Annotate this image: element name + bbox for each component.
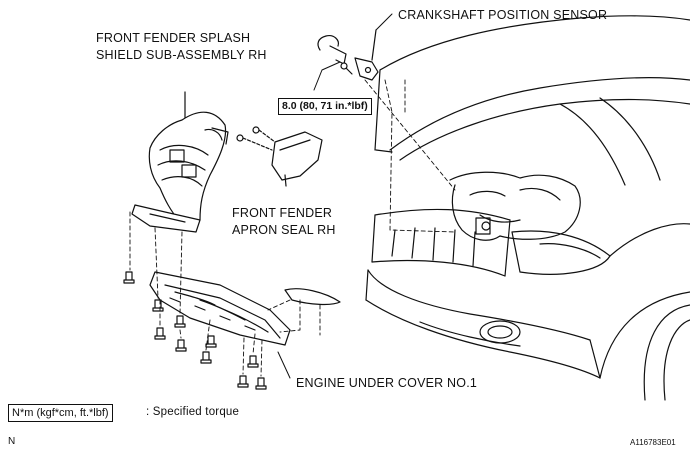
torque-legend-box: N*m (kgf*cm, ft.*lbf): [8, 404, 113, 422]
splash-shield-illustration: [131, 91, 229, 233]
splash-shield-label-line2: SHIELD SUB-ASSEMBLY RH: [96, 48, 267, 62]
under-cover-label: ENGINE UNDER COVER NO.1: [296, 376, 478, 390]
label-leader-lines: [277, 13, 393, 379]
figure-id: A116783E01: [630, 438, 676, 447]
crankshaft-sensor-illustration: [317, 29, 379, 81]
crankshaft-sensor-label: CRANKSHAFT POSITION SENSOR: [398, 8, 608, 22]
splash-shield-label-line1: FRONT FENDER SPLASH: [96, 31, 251, 45]
apron-seal-illustration: [236, 126, 323, 187]
apron-seal-label-line1: FRONT FENDER: [232, 206, 333, 220]
bolts-and-clips: [123, 271, 267, 390]
assembly-guide-lines: [129, 79, 456, 377]
torque-legend-text: : Specified torque: [146, 406, 240, 418]
sensor-torque-spec: 8.0 (80, 71 in.*lbf): [278, 98, 372, 115]
corner-mark: N: [8, 436, 16, 447]
apron-seal-label-line2: APRON SEAL RH: [232, 223, 336, 237]
vehicle-front-illustration: [365, 15, 690, 401]
under-cover-illustration: [149, 271, 341, 346]
